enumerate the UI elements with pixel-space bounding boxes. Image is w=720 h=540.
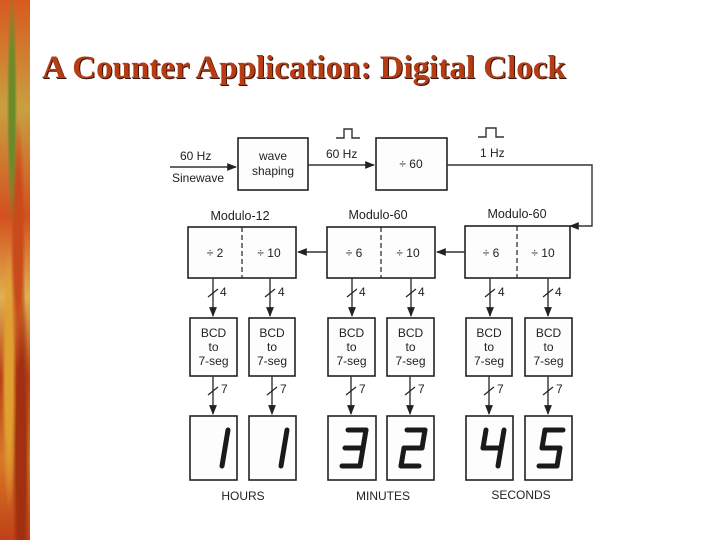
bus-label-4-5: 4 xyxy=(498,285,505,299)
bus-label-7-4: 7 xyxy=(418,382,425,396)
digit-6-segment-f xyxy=(539,427,548,451)
seconds-counter-title: Modulo-60 xyxy=(487,207,546,221)
decoder-6-line2: to xyxy=(543,340,553,354)
input-wave-label: Sinewave xyxy=(172,171,224,185)
digit-4-segment-e xyxy=(398,445,407,469)
bus-label-4-6: 4 xyxy=(555,285,562,299)
digit-3-segment-b xyxy=(360,427,369,451)
bus-label-7-1: 7 xyxy=(221,382,228,396)
minutes-counter-title: Modulo-60 xyxy=(348,208,407,222)
decoder-2-line2: to xyxy=(267,340,277,354)
decoder-4-line2: to xyxy=(405,340,415,354)
decoder-4-line3: 7-seg xyxy=(395,354,425,368)
decoder-1-line3: 7-seg xyxy=(198,354,228,368)
decoder-3-line3: 7-seg xyxy=(336,354,366,368)
minutes-label: MINUTES xyxy=(356,489,410,503)
hours-divide-2: ÷ 2 xyxy=(207,246,224,260)
bus-label-7-5: 7 xyxy=(497,382,504,396)
decoder-5-line3: 7-seg xyxy=(474,354,504,368)
digit-segments xyxy=(219,427,566,469)
decoder-4-line1: BCD xyxy=(398,326,424,340)
decoder-2-line3: 7-seg xyxy=(257,354,287,368)
bus-label-4-3: 4 xyxy=(359,285,366,299)
digit-display-1 xyxy=(189,415,238,481)
output-freq-label: 1 Hz xyxy=(480,146,505,160)
decoder-5-line2: to xyxy=(484,340,494,354)
digit-1-segment-c xyxy=(219,445,228,469)
decoder-3-line1: BCD xyxy=(339,326,365,340)
decoder-1-line2: to xyxy=(208,340,218,354)
digit-5-segment-b xyxy=(498,427,507,451)
hours-counter-title: Modulo-12 xyxy=(210,209,269,223)
wave-shaping-line2: shaping xyxy=(252,164,294,178)
decoder-4 xyxy=(386,317,435,377)
seconds-label: SECONDS xyxy=(491,488,550,502)
digit-4-segment-b xyxy=(419,427,428,451)
digit-display-2 xyxy=(248,415,297,481)
seconds-divide-10: ÷ 10 xyxy=(531,246,555,260)
digit-2-segment-b xyxy=(281,427,290,451)
wave-shaping-block xyxy=(237,137,309,191)
minutes-divide-6: ÷ 6 xyxy=(346,246,363,260)
digit-5-segment-c xyxy=(495,445,504,469)
hours-divide-10: ÷ 10 xyxy=(257,246,281,260)
digit-3-segment-c xyxy=(357,445,366,469)
decoder-3-line2: to xyxy=(346,340,356,354)
decoder-5-line1: BCD xyxy=(476,326,502,340)
digit-6-segment-c xyxy=(554,445,563,469)
digit-5-segment-f xyxy=(480,427,489,451)
divide-by-60-label: ÷ 60 xyxy=(399,157,423,171)
decorative-side-strip xyxy=(0,0,30,540)
bus-label-4-4: 4 xyxy=(418,285,425,299)
decoder-6-line1: BCD xyxy=(536,326,562,340)
slide-title: A Counter Application: Digital Clock xyxy=(42,50,566,86)
bus-label-7-2: 7 xyxy=(280,382,287,396)
decoder-2 xyxy=(248,317,296,377)
minutes-divide-10: ÷ 10 xyxy=(396,246,420,260)
mid-freq-label: 60 Hz xyxy=(326,147,357,161)
decoder-6-line3: 7-seg xyxy=(533,354,563,368)
digit-1-segment-b xyxy=(222,427,231,451)
divide-by-60-block xyxy=(375,137,448,191)
seconds-divide-6: ÷ 6 xyxy=(483,246,500,260)
wave-shaping-line1: wave xyxy=(258,149,287,163)
digit-2-segment-c xyxy=(278,445,287,469)
decoder-1 xyxy=(189,317,238,377)
input-freq-label: 60 Hz xyxy=(180,149,211,163)
bus-label-4-1: 4 xyxy=(220,285,227,299)
decoder-2-line1: BCD xyxy=(259,326,285,340)
bus-label-4-2: 4 xyxy=(278,285,285,299)
decoder-1-line1: BCD xyxy=(201,326,227,340)
bus-label-7-6: 7 xyxy=(556,382,563,396)
bus-label-7-3: 7 xyxy=(359,382,366,396)
hours-label: HOURS xyxy=(221,489,264,503)
